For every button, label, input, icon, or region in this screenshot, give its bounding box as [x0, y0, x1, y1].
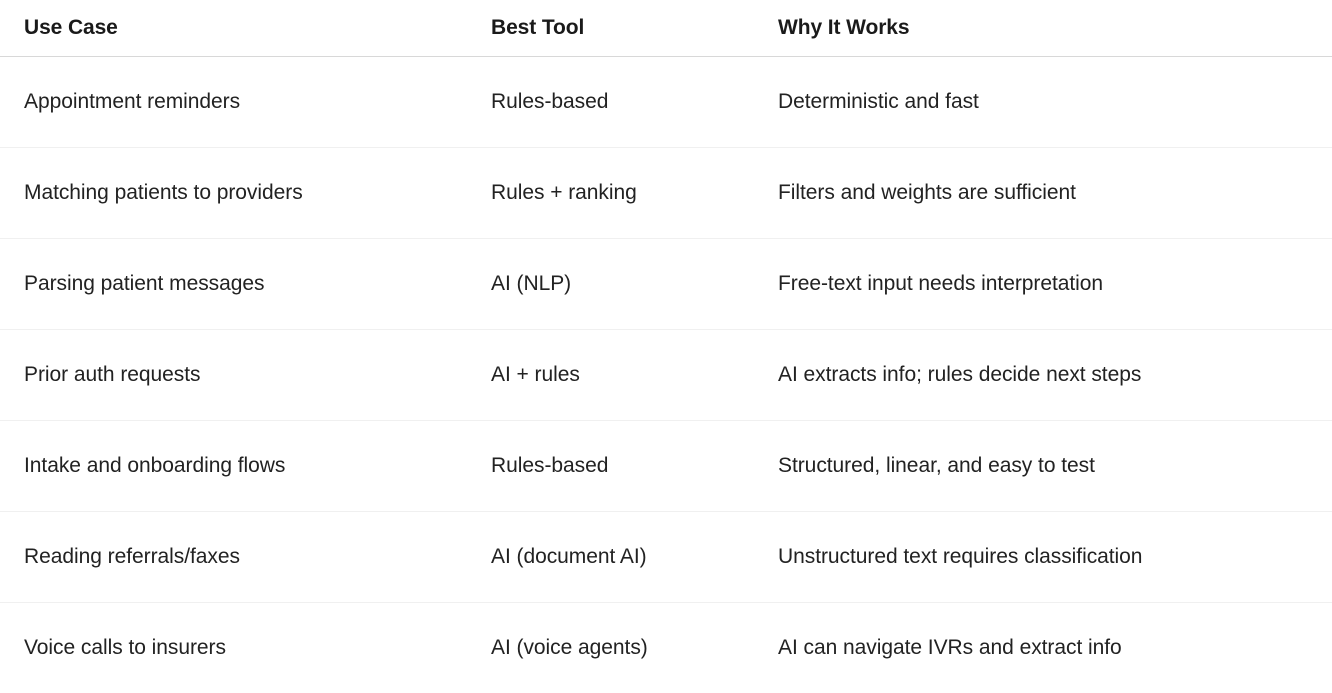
cell-use-case: Reading referrals/faxes — [0, 512, 467, 603]
column-header-use-case: Use Case — [0, 0, 467, 57]
table-header: Use Case Best Tool Why It Works — [0, 0, 1332, 57]
cell-best-tool: AI (voice agents) — [467, 603, 754, 693]
cell-best-tool: Rules + ranking — [467, 148, 754, 239]
table-header-row: Use Case Best Tool Why It Works — [0, 0, 1332, 57]
cell-why-it-works: Filters and weights are sufficient — [754, 148, 1332, 239]
cell-why-it-works: Deterministic and fast — [754, 57, 1332, 148]
table-row: Prior auth requests AI + rules AI extrac… — [0, 330, 1332, 421]
cell-why-it-works: Structured, linear, and easy to test — [754, 421, 1332, 512]
cell-best-tool: Rules-based — [467, 421, 754, 512]
table-row: Appointment reminders Rules-based Determ… — [0, 57, 1332, 148]
cell-use-case: Matching patients to providers — [0, 148, 467, 239]
cell-use-case: Prior auth requests — [0, 330, 467, 421]
table-body: Appointment reminders Rules-based Determ… — [0, 57, 1332, 693]
cell-use-case: Parsing patient messages — [0, 239, 467, 330]
cell-best-tool: AI + rules — [467, 330, 754, 421]
cell-best-tool: AI (document AI) — [467, 512, 754, 603]
column-header-why-it-works: Why It Works — [754, 0, 1332, 57]
cell-why-it-works: AI extracts info; rules decide next step… — [754, 330, 1332, 421]
column-header-best-tool: Best Tool — [467, 0, 754, 57]
table-row: Matching patients to providers Rules + r… — [0, 148, 1332, 239]
cell-use-case: Voice calls to insurers — [0, 603, 467, 693]
table-row: Intake and onboarding flows Rules-based … — [0, 421, 1332, 512]
cell-best-tool: Rules-based — [467, 57, 754, 148]
table-row: Voice calls to insurers AI (voice agents… — [0, 603, 1332, 693]
cell-best-tool: AI (NLP) — [467, 239, 754, 330]
cell-why-it-works: Free-text input needs interpretation — [754, 239, 1332, 330]
cell-use-case: Intake and onboarding flows — [0, 421, 467, 512]
table-row: Parsing patient messages AI (NLP) Free-t… — [0, 239, 1332, 330]
cell-why-it-works: AI can navigate IVRs and extract info — [754, 603, 1332, 693]
cell-use-case: Appointment reminders — [0, 57, 467, 148]
table-row: Reading referrals/faxes AI (document AI)… — [0, 512, 1332, 603]
cell-why-it-works: Unstructured text requires classificatio… — [754, 512, 1332, 603]
